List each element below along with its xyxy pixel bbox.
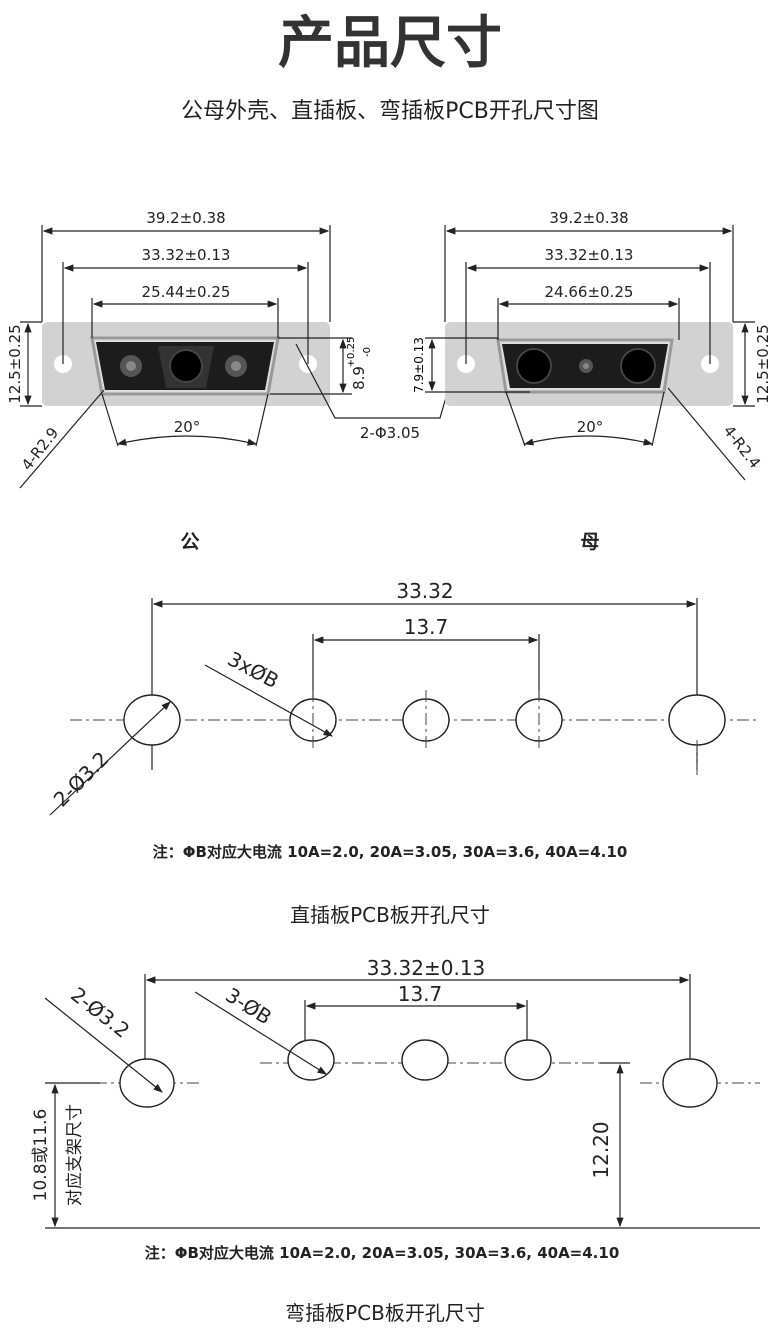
male-height: 12.5±0.25 (6, 324, 24, 403)
male-shell-height-tol-minus: -0 (362, 347, 373, 357)
page-subtitle: 公母外壳、直插板、弯插板PCB开孔尺寸图 (181, 99, 599, 124)
female-height: 12.5±0.25 (754, 324, 772, 403)
male-connector-drawing: 39.2±0.38 33.32±0.13 25.44±0.25 12.5±0.2… (6, 209, 463, 553)
male-overall-width: 39.2±0.38 (146, 209, 225, 227)
female-overall-width: 39.2±0.38 (549, 209, 628, 227)
male-radius: 4-R2.9 (18, 424, 62, 474)
right-angle-height: 12.20 (589, 1121, 613, 1178)
male-shell-height-tol-plus: +0.25 (346, 337, 357, 368)
right-angle-note: 注：ΦB对应大电流 10A=2.0, 20A=3.05, 30A=3.6, 40… (145, 1244, 620, 1262)
straight-contact-pitch: 13.7 (404, 615, 449, 639)
right-angle-bracket-label: 对应支架尺寸 (65, 1104, 85, 1206)
male-shell-height: 8.9 (350, 366, 368, 390)
straight-note: 注：ΦB对应大电流 10A=2.0, 20A=3.05, 30A=3.6, 40… (153, 843, 628, 861)
female-shell-height: 7.9±0.13 (412, 337, 426, 393)
male-hole-pitch: 33.32±0.13 (142, 246, 231, 264)
female-radius: 4-R2.4 (720, 422, 764, 472)
male-angle: 20° (174, 418, 201, 436)
mount-hole-dim: 2-Φ3.05 (360, 424, 420, 442)
straight-pcb-drawing: 33.32 13.7 3xØB 2-Ø3.2 注：ΦB对应大电流 10A=2.0… (49, 579, 760, 927)
male-label: 公 (180, 531, 199, 553)
straight-contact-holes: 3xØB (224, 647, 283, 694)
female-shell-width: 24.66±0.25 (545, 283, 634, 301)
right-angle-contact-pitch: 13.7 (398, 982, 443, 1006)
page-title: 产品尺寸 (278, 11, 502, 76)
right-angle-title: 弯插板PCB板开孔尺寸 (285, 1301, 485, 1325)
right-angle-bracket-height: 10.8或11.6 (31, 1109, 51, 1202)
female-angle: 20° (577, 418, 604, 436)
straight-pitch: 33.32 (396, 579, 453, 603)
female-hole-pitch: 33.32±0.13 (545, 246, 634, 264)
right-angle-contact-holes: 3-ØB (221, 983, 276, 1030)
female-connector-drawing: 39.2±0.38 33.32±0.13 24.66±0.25 12.5±0.2… (412, 209, 772, 553)
female-label: 母 (580, 531, 599, 553)
right-angle-mount-holes: 2-Ø3.2 (66, 982, 134, 1042)
straight-mount-holes: 2-Ø3.2 (49, 747, 114, 812)
right-angle-pcb-drawing: 33.32±0.13 13.7 3-ØB 2-Ø3.2 12.20 10.8或1… (31, 956, 760, 1325)
male-shell-width: 25.44±0.25 (142, 283, 231, 301)
straight-title: 直插板PCB板开孔尺寸 (290, 903, 490, 927)
right-angle-pitch: 33.32±0.13 (367, 956, 486, 980)
